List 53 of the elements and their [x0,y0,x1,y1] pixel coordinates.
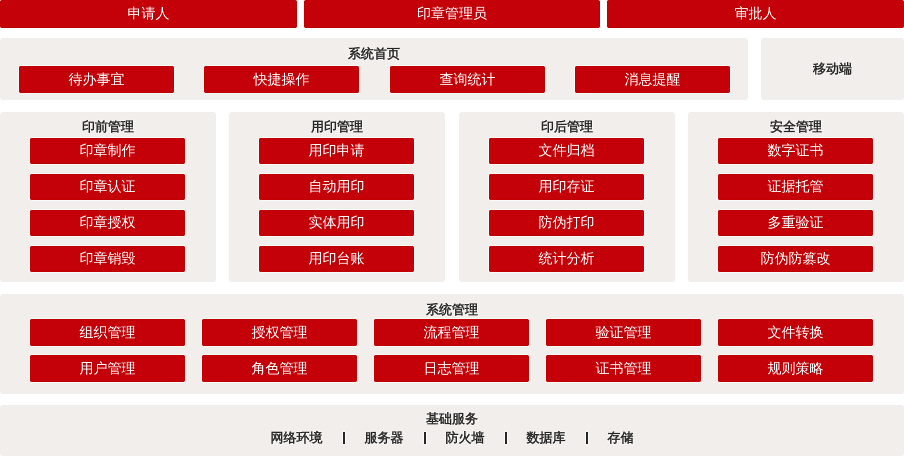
module-box: 证书管理 [546,355,701,382]
group-title: 系统首页 [348,47,400,62]
module-box: 验证管理 [546,319,701,346]
module-box: 多重验证 [718,210,873,236]
group-panel [459,112,675,282]
module-box: 日志管理 [374,355,529,382]
group-panel [0,112,216,282]
group-title: 系统管理 [426,303,478,318]
service-label: 服务器 [364,430,404,447]
module-box: 角色管理 [202,355,357,382]
service-label: 数据库 [526,430,566,447]
module-box: 印章管理员 [304,0,600,28]
module-box: 用印存证 [489,174,644,200]
module-box: 待办事宜 [19,66,174,93]
group-panel [688,112,904,282]
module-box: 防伪打印 [489,210,644,236]
module-box: 印章制作 [30,138,185,164]
service-label: 存储 [608,430,634,447]
group-title: 印后管理 [541,120,593,135]
module-box: 查询统计 [390,66,545,93]
module-box: 审批人 [607,0,904,28]
module-box: 规则策略 [718,355,873,382]
module-box: 印章授权 [30,210,185,236]
module-box: 证据托管 [718,174,873,200]
module-box: 用印台账 [259,246,414,272]
group-panel [229,112,445,282]
module-box: 印章认证 [30,174,185,200]
module-box: 组织管理 [30,319,185,346]
module-box: 实体用印 [259,210,414,236]
group-title: 用印管理 [311,120,363,135]
module-box: 文件转换 [718,319,873,346]
service-label: 防火墙 [446,430,484,447]
module-box: 申请人 [0,0,297,28]
module-box: 文件归档 [489,138,644,164]
group-title: 印前管理 [82,120,134,135]
group-title: 安全管理 [770,120,822,135]
service-label: 网络环境 [270,430,322,447]
module-box: 印章销毁 [30,246,185,272]
group-panel [0,405,904,456]
module-box: 流程管理 [374,319,529,346]
module-box: 数字证书 [718,138,873,164]
module-box: 统计分析 [489,246,644,272]
module-box: 用户管理 [30,355,185,382]
module-box: 防伪防篡改 [718,246,873,272]
module-box: 快捷操作 [204,66,359,93]
module-box: 移动端 [761,38,904,100]
group-panel [0,294,904,394]
module-box: 授权管理 [202,319,357,346]
group-panel [0,38,748,100]
module-box: 自动用印 [259,174,414,200]
module-box: 消息提醒 [575,66,730,93]
group-title: 基础服务 [426,412,478,427]
module-box: 用印申请 [259,138,414,164]
